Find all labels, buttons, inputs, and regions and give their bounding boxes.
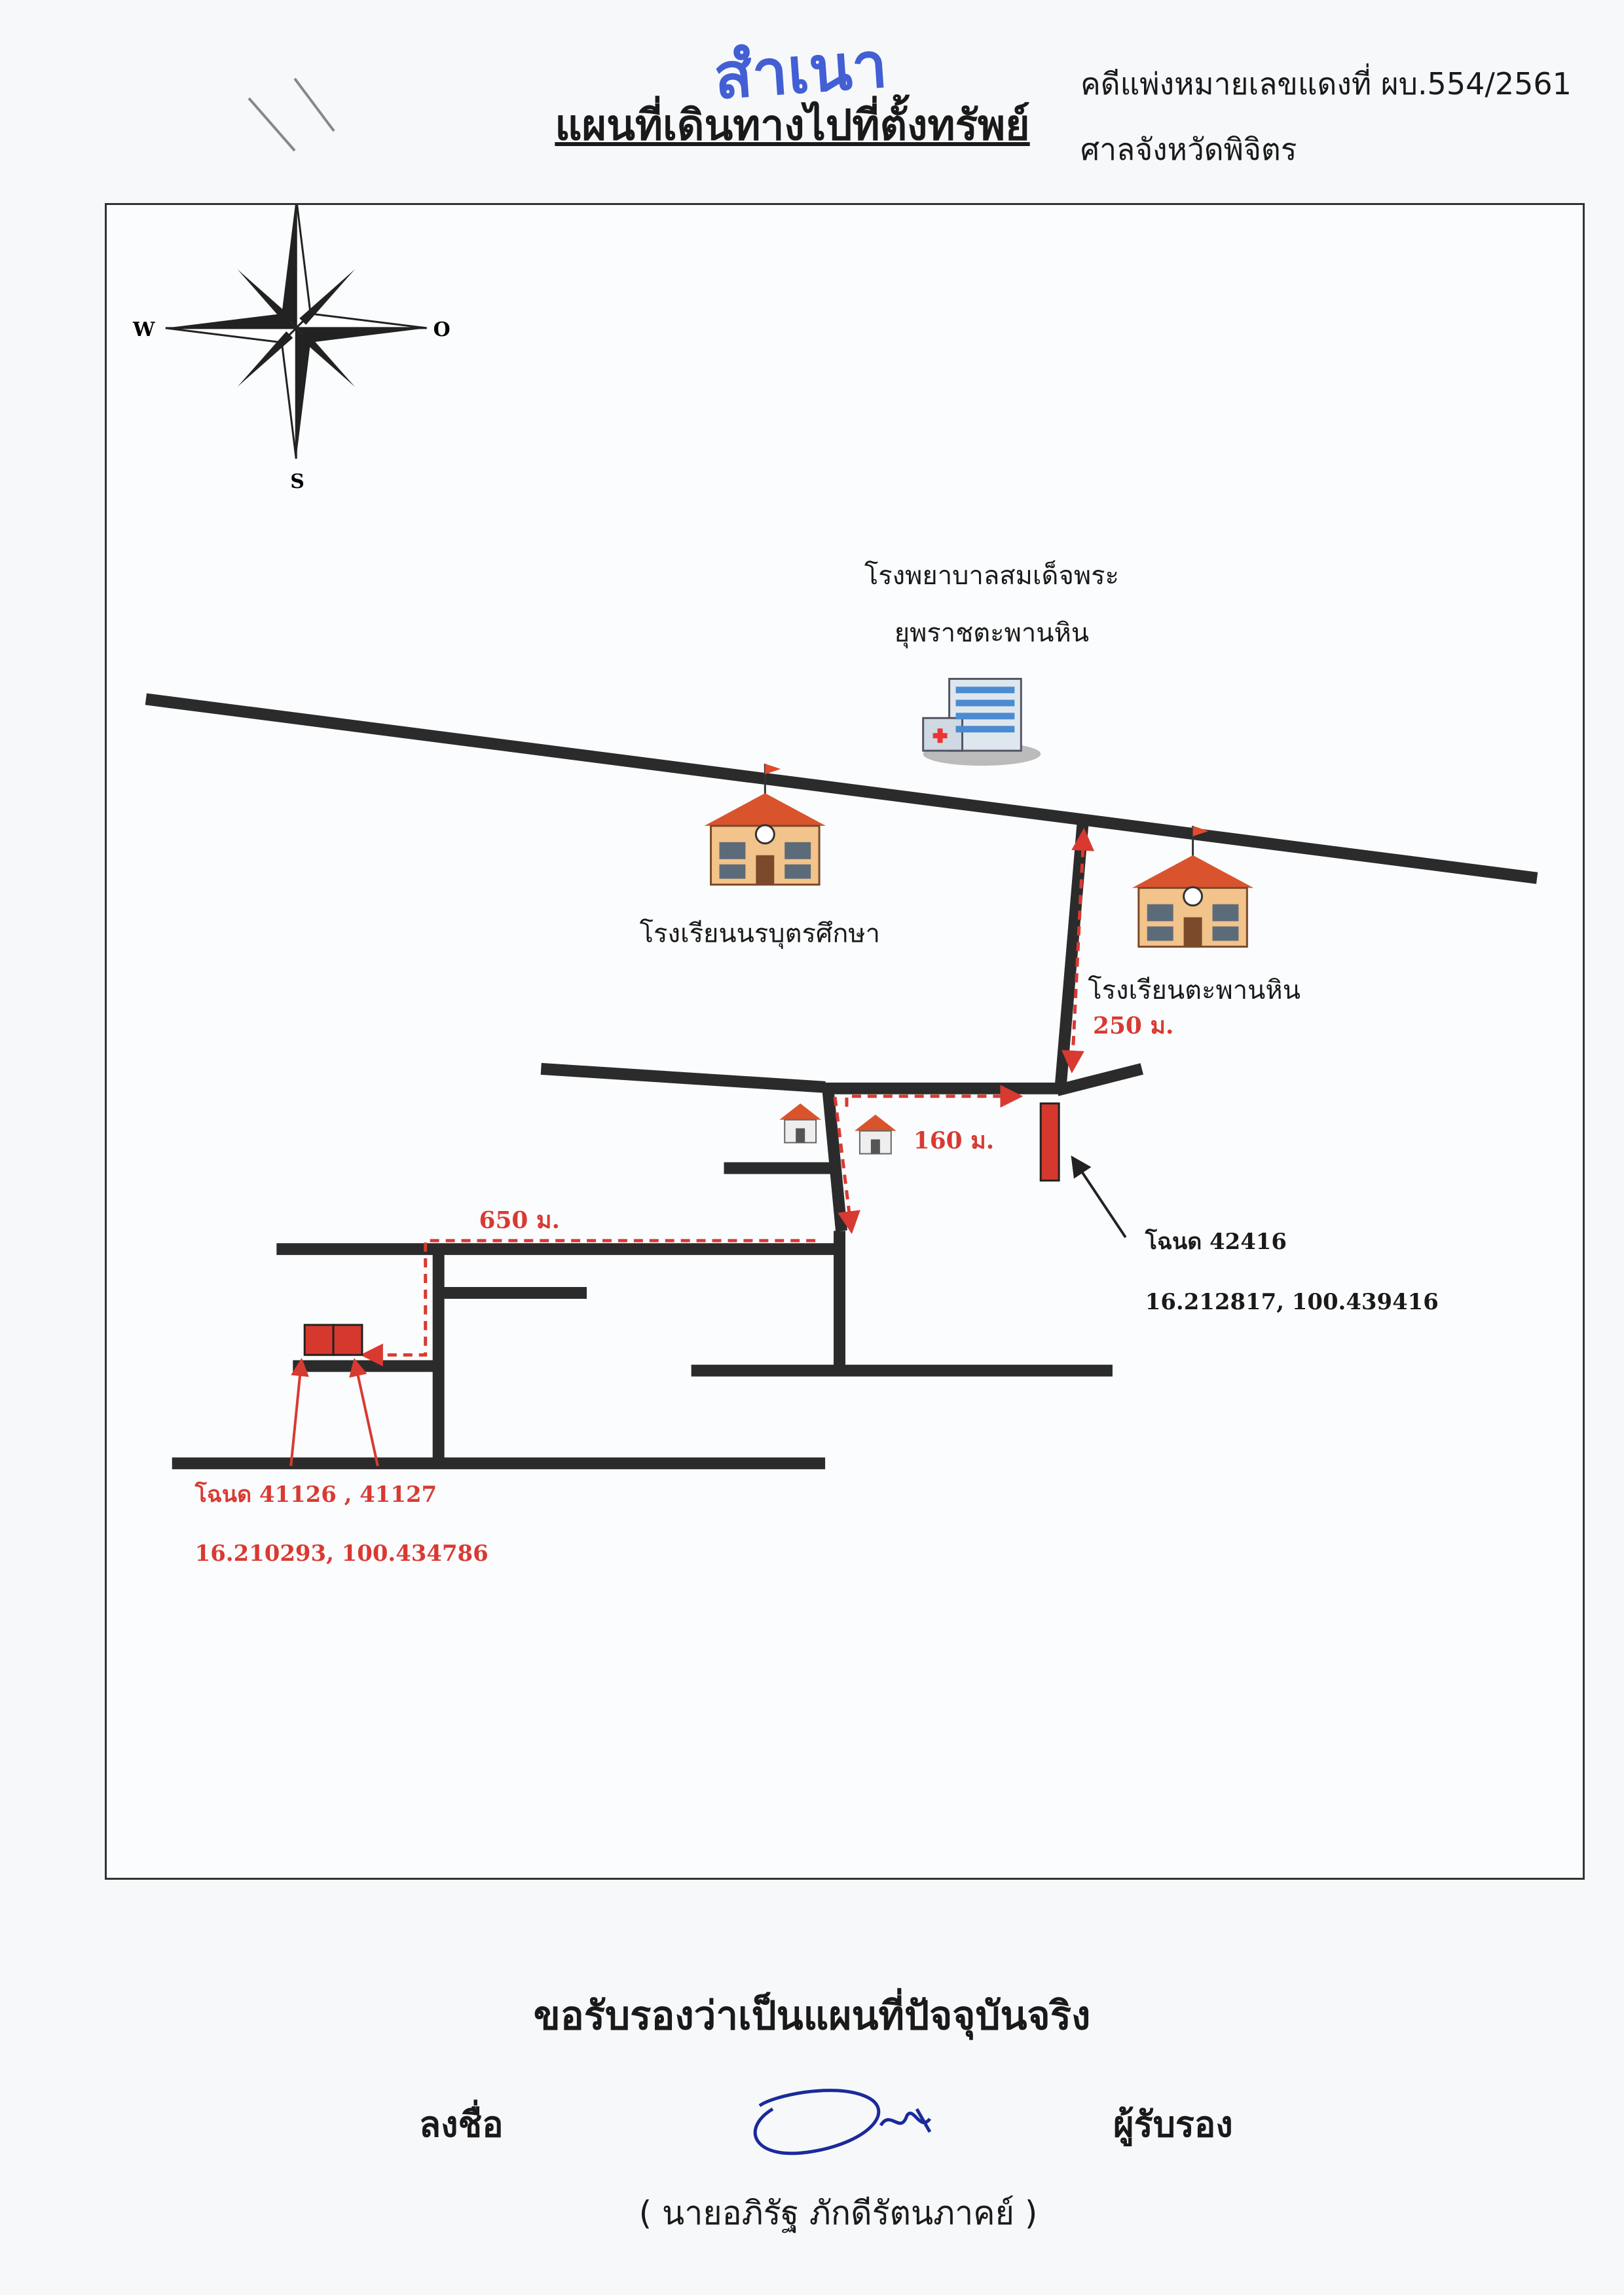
case-number: คดีแพ่งหมายเลขแดงที่ ผบ.554/2561 (1080, 66, 1572, 102)
compass-e-label: O (434, 318, 451, 341)
deed-b-label: โฉนด 41126 , 41127 (194, 1481, 437, 1507)
compass-north-point-shade (295, 205, 312, 331)
school-window (784, 864, 811, 879)
signer-name: ( นายอภิรัฐ ภักดีรัตนภาคย์ ) (638, 2194, 1038, 2232)
deed-b-pointer-1 (289, 1358, 309, 1466)
route-path (360, 827, 1095, 1367)
school-roof (1132, 855, 1254, 888)
school-door (756, 855, 775, 885)
compass-north-point (282, 205, 297, 328)
certification-text: ขอรับรองว่าเป็นแผนที่ปัจจุบันจริง (533, 1993, 1091, 2039)
house-door (870, 1139, 880, 1154)
page-title: แผนที่เดินทางไปที่ตั้งทรัพย์ (555, 101, 1030, 150)
deed-b-coordinates: 16.210293, 100.434786 (195, 1540, 489, 1566)
school-window (719, 842, 746, 859)
plot-41127 (332, 1324, 363, 1356)
school-icon-2 (1132, 825, 1254, 948)
compass-west-point (165, 313, 297, 328)
school-window (1212, 926, 1239, 941)
hospital-cross-h (932, 733, 948, 739)
hospital-window-band (955, 713, 1015, 720)
sign-label: ลงชื่อ (419, 2103, 504, 2145)
deed-a-coordinates: 16.212817, 100.439416 (1145, 1288, 1439, 1315)
deed-b-pointer-2 (349, 1358, 379, 1466)
compass-w-label: W (132, 318, 155, 341)
hospital-window-band (955, 686, 1015, 694)
hospital-label-line2: ยุพราชตะพานหิน (895, 618, 1089, 649)
school-window (784, 842, 811, 859)
compass-south-point-shade (280, 326, 297, 459)
hospital-window-band (955, 700, 1015, 707)
route-down (833, 1096, 860, 1235)
distance-160-label: 160 ม. (913, 1127, 995, 1155)
school-clock (1183, 886, 1204, 907)
compass-west-point-shade (165, 327, 299, 344)
deed-a-pointer (1071, 1155, 1127, 1239)
plot-42416 (1039, 1102, 1060, 1182)
hospital-window-band (955, 726, 1015, 733)
school-clock (754, 824, 775, 845)
school-door (1183, 917, 1202, 947)
compass-east-point (296, 327, 427, 343)
road-vertical-center (822, 1086, 847, 1232)
route-160 (845, 1085, 1024, 1108)
staple-marks (248, 77, 335, 152)
school-2-label: โรงเรียนตะพานหิน (1088, 975, 1301, 1005)
compass-east-point-shade (293, 312, 427, 329)
house-icon (779, 1103, 822, 1144)
deed-a-label: โฉนด 42416 (1145, 1228, 1287, 1254)
school-flag (765, 764, 781, 775)
school-1-label: โรงเรียนนรบุตรศึกษา (640, 918, 880, 949)
house-roof (779, 1103, 822, 1120)
distance-650-label: 650 ม. (479, 1206, 560, 1234)
school-window (719, 864, 746, 879)
school-roof (704, 793, 826, 826)
house-icon (854, 1114, 896, 1155)
signature (753, 2089, 932, 2155)
compass-diagonal-points (237, 269, 293, 325)
school-icon-1 (704, 764, 826, 886)
road-east-branch (1055, 1063, 1144, 1096)
signer-role: ผู้รับรอง (1113, 2103, 1233, 2145)
house-door (796, 1128, 805, 1143)
compass-s-label: S (290, 470, 304, 493)
road-north-spur (1054, 819, 1089, 1091)
road-upper-west (540, 1062, 826, 1093)
hospital-icon (922, 677, 1041, 766)
route-250 (1061, 827, 1095, 1073)
route-map: N S W O (105, 203, 1585, 1880)
main-road (145, 693, 1538, 884)
house-roof (854, 1114, 896, 1131)
plot-41126 (303, 1324, 335, 1356)
compass-diagonal-points (299, 331, 355, 387)
court-name: ศาลจังหวัดพิจิตร (1080, 132, 1297, 167)
hospital-label-line1: โรงพยาบาลสมเด็จพระ (864, 559, 1119, 591)
compass-rose: N S W O (132, 205, 451, 493)
compass-south-point (296, 327, 311, 459)
school-window (1147, 904, 1173, 922)
distance-250-label: 250 ม. (1093, 1012, 1174, 1039)
route-650 (360, 1239, 816, 1367)
compass-diagonal-points (237, 331, 293, 387)
school-window (1147, 926, 1173, 941)
school-flag (1192, 825, 1209, 836)
compass-diagonal-points (299, 269, 355, 325)
school-window (1212, 904, 1239, 922)
